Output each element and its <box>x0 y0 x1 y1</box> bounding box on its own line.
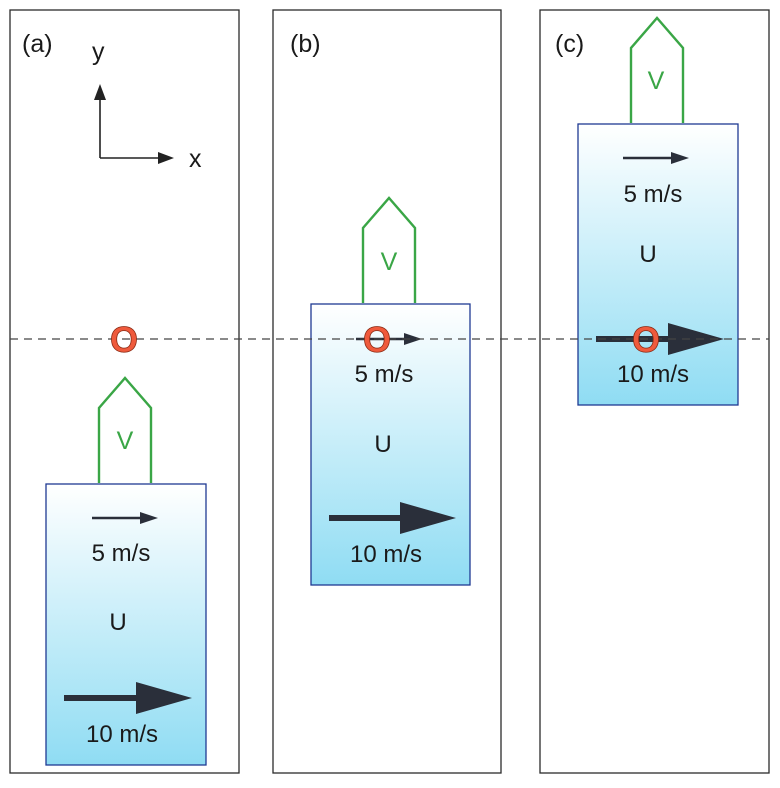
vessel-shape <box>97 376 153 483</box>
panel-c-label: (c) <box>555 30 584 58</box>
panel-b: (b) V 5 m/s U 10 m/s <box>272 9 502 774</box>
water-block <box>45 483 207 766</box>
water-block <box>310 303 471 586</box>
fast-speed-label: 10 m/s <box>86 721 158 748</box>
point-marker-o: O <box>632 319 660 360</box>
panel-b-label: (b) <box>290 30 321 58</box>
x-axis-arrowhead <box>158 152 174 164</box>
fast-speed-label: 10 m/s <box>350 541 422 568</box>
panel-a: (a) y x V 5 m/s U 10 m/s <box>9 9 240 774</box>
slow-current-arrowhead <box>140 512 158 524</box>
slow-speed-label: 5 m/s <box>92 540 151 567</box>
slow-speed-label: 5 m/s <box>624 181 683 208</box>
water-block-label: U <box>374 431 391 458</box>
slow-speed-label: 5 m/s <box>355 361 414 388</box>
vessel-label: V <box>648 67 665 95</box>
vessel-shape <box>629 16 685 123</box>
axes-indicator: y x <box>92 38 202 173</box>
point-marker-o: O <box>110 319 138 360</box>
y-axis-arrowhead <box>94 84 106 100</box>
vessel-label: V <box>381 248 398 276</box>
slow-current-arrowhead <box>404 333 422 345</box>
vessel-shape <box>361 196 417 303</box>
fast-speed-label: 10 m/s <box>617 361 689 388</box>
slow-current-arrowhead <box>671 152 689 164</box>
panel-a-label: (a) <box>22 30 53 58</box>
vessel-label: V <box>117 427 134 455</box>
water-block <box>577 123 739 406</box>
water-block-label: U <box>639 241 656 268</box>
fast-current-arrowhead <box>400 502 456 534</box>
point-marker-o: O <box>363 319 391 360</box>
fast-current-arrowhead <box>136 682 192 714</box>
water-block-label: U <box>109 609 126 636</box>
panel-c: (c) V 5 m/s U 10 m/s <box>539 9 770 774</box>
y-axis-label: y <box>92 38 105 66</box>
x-axis-label: x <box>189 145 202 173</box>
